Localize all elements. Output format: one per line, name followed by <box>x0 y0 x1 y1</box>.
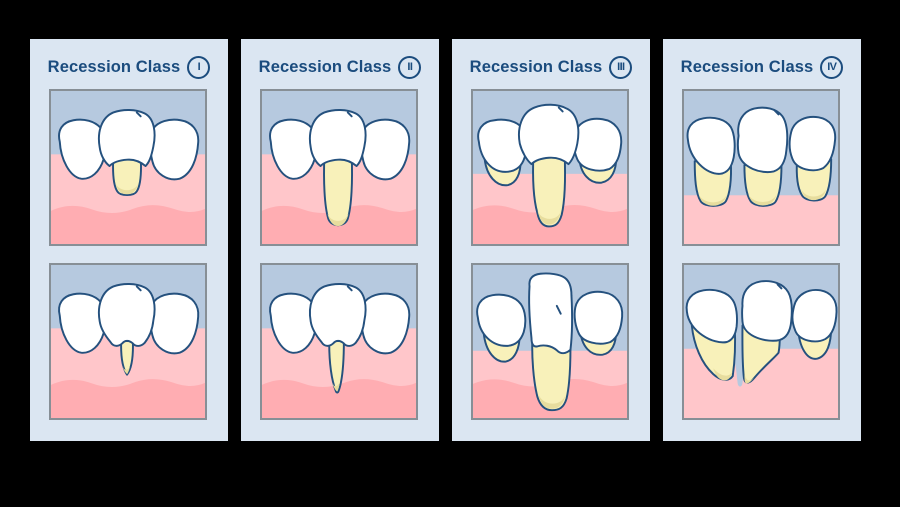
root-shading <box>331 378 340 392</box>
exposed-root-center <box>743 164 783 207</box>
tooth-right <box>791 288 838 343</box>
teeth <box>269 283 411 355</box>
class-numeral-badge: I <box>187 56 211 79</box>
class-numeral: I <box>197 61 201 73</box>
panel-title-text: Recession Class <box>469 58 603 76</box>
class-iii-lower-figure <box>471 263 629 420</box>
panel-title-text: Recession Class <box>680 58 814 76</box>
exposed-roots <box>112 154 142 197</box>
teeth <box>269 109 411 181</box>
class-iv-lower-figure <box>682 263 840 420</box>
root-shading <box>122 364 130 375</box>
crown-notch-mark <box>776 283 783 290</box>
class-numeral: II <box>407 61 413 73</box>
crown-notch-mark <box>557 106 564 113</box>
recession-class-ii-panel: Recession Class II <box>241 39 439 441</box>
teeth <box>477 103 623 173</box>
class-ii-lower-illustration <box>262 265 416 418</box>
tooth-center <box>518 103 580 166</box>
crown-notch-mark <box>555 304 562 315</box>
panel-title-text: Recession Class <box>47 58 181 76</box>
tooth-center <box>309 109 367 168</box>
exposed-root-center <box>328 340 345 394</box>
teeth <box>58 283 200 355</box>
tooth-left <box>685 288 738 344</box>
tooth-center <box>741 280 793 342</box>
tooth-right <box>572 117 623 172</box>
class-numeral: IV <box>827 61 837 73</box>
panel-title: Recession Class IV <box>663 56 861 79</box>
panel-title: Recession Class I <box>30 56 228 79</box>
class-iii-lower-illustration <box>473 265 627 418</box>
tooth-right <box>360 118 411 181</box>
class-iv-upper-figure <box>682 89 840 246</box>
class-ii-upper-figure <box>260 89 418 246</box>
root-shading <box>800 188 827 201</box>
teeth <box>686 106 837 175</box>
class-i-lower-illustration <box>51 265 205 418</box>
crown-notch-mark <box>346 111 353 118</box>
tooth-center <box>98 109 156 168</box>
crown-notch-mark <box>135 111 142 118</box>
tooth-center <box>736 106 789 174</box>
root-shading <box>744 372 755 384</box>
recession-class-iii-panel: Recession Class III <box>452 39 650 441</box>
root-shading <box>748 194 777 206</box>
root-shading <box>327 212 349 226</box>
class-ii-upper-illustration <box>262 91 416 244</box>
panel-title-text: Recession Class <box>258 58 392 76</box>
class-iv-lower-illustration <box>684 265 838 418</box>
root-shading <box>538 393 566 409</box>
panel-title: Recession Class III <box>452 56 650 79</box>
exposed-roots <box>328 340 345 394</box>
class-iii-upper-figure <box>471 89 629 246</box>
root-shading <box>713 368 733 381</box>
class-i-upper-illustration <box>51 91 205 244</box>
mucogingival-line <box>51 205 205 244</box>
teeth <box>476 272 624 355</box>
tooth-right <box>573 290 624 345</box>
teeth <box>58 109 200 181</box>
class-iii-upper-illustration <box>473 91 627 244</box>
class-iv-upper-illustration <box>684 91 838 244</box>
exposed-root-center <box>112 154 142 197</box>
tooth-left <box>476 293 527 347</box>
exposed-roots <box>323 154 353 227</box>
recession-class-i-panel: Recession Class I <box>30 39 228 441</box>
tooth-center <box>98 283 156 347</box>
exposed-root-center <box>532 152 566 228</box>
exposed-root-center <box>323 154 353 227</box>
class-numeral-badge: III <box>609 56 633 79</box>
class-i-lower-figure <box>49 263 207 420</box>
root-shading <box>115 183 139 195</box>
tooth-right <box>149 292 200 355</box>
class-numeral-badge: IV <box>820 56 844 79</box>
crown-notch-mark <box>773 109 780 116</box>
class-ii-lower-figure <box>260 263 418 420</box>
class-numeral-badge: II <box>398 56 422 79</box>
panel-title: Recession Class II <box>241 56 439 79</box>
tooth-left <box>686 116 736 175</box>
crown-notch-mark <box>135 285 142 292</box>
class-numeral: III <box>617 61 625 73</box>
teeth <box>685 280 838 344</box>
tooth-center <box>309 283 367 347</box>
tooth-right <box>360 292 411 355</box>
root-shading <box>698 194 727 206</box>
exposed-root-center <box>120 340 134 376</box>
mucogingival-line <box>262 379 416 418</box>
recession-class-iv-panel: Recession Class IV <box>663 39 861 441</box>
exposed-roots <box>120 340 134 376</box>
tooth-center-tilted <box>528 272 574 355</box>
crown-notch-mark <box>346 285 353 292</box>
tooth-right <box>149 118 200 181</box>
root-shading <box>537 209 562 225</box>
tooth-right <box>788 115 837 172</box>
class-i-upper-figure <box>49 89 207 246</box>
mucogingival-line <box>51 379 205 418</box>
